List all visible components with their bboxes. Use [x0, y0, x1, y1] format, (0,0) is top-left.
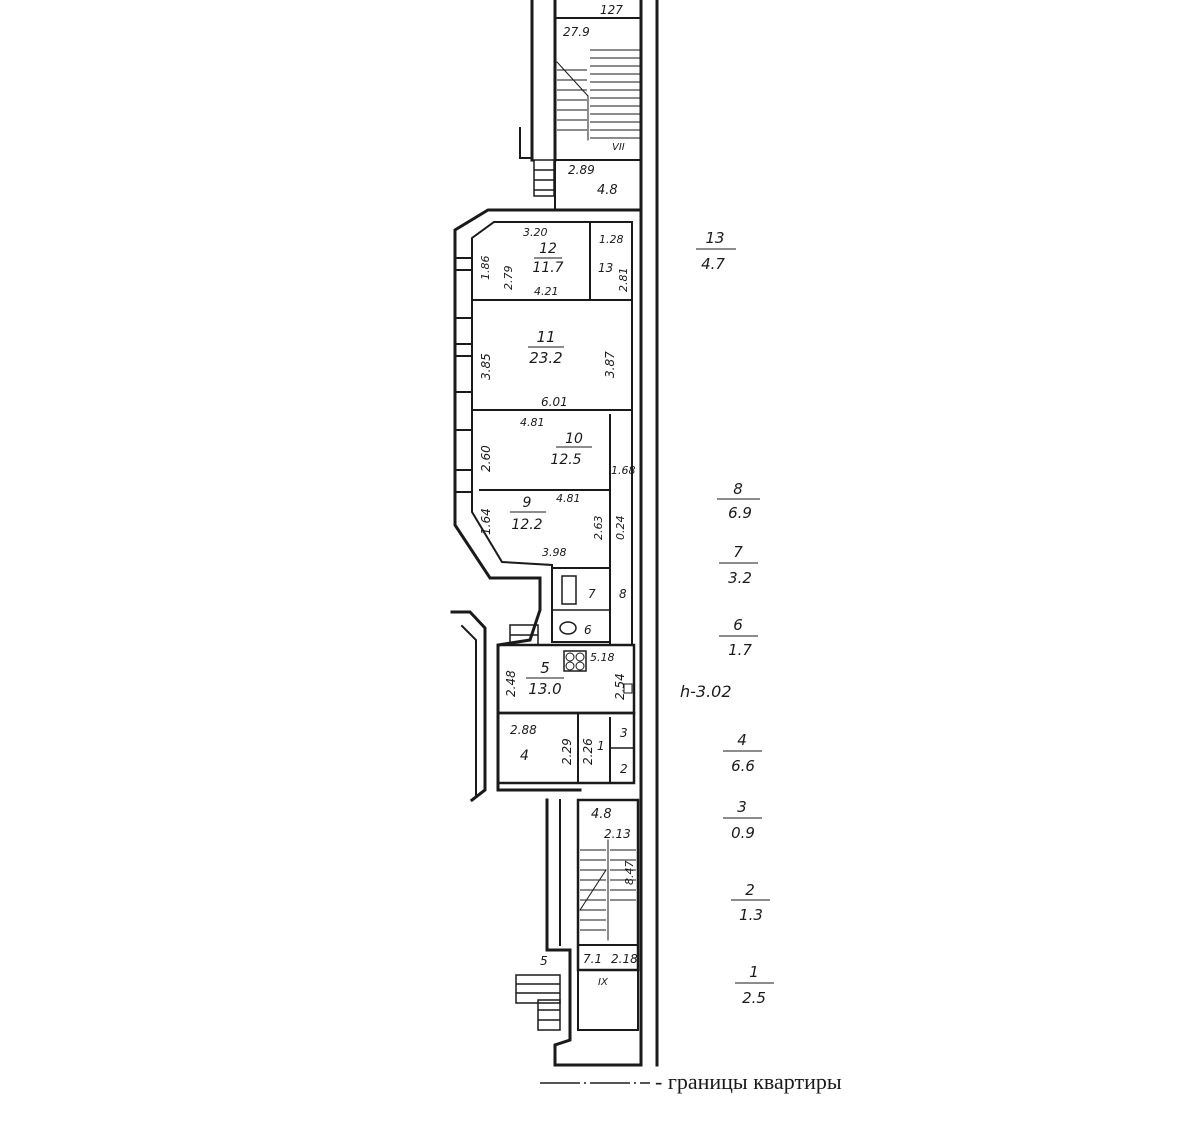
stairwell-top: 127 27.9 VII 2.89 4.8 [563, 3, 625, 198]
explication-number: 3 [737, 798, 747, 816]
room-4-dim-top: 2.88 [510, 723, 537, 737]
room-13-dim-top: 1.28 [599, 233, 624, 246]
room-12: 3.20 12 11.7 2.79 4.21 1.86 [479, 226, 564, 298]
room-10-dim-left: 2.60 [479, 445, 493, 472]
room-7-number: 7 [588, 587, 596, 601]
room-12-number: 12 [539, 241, 557, 257]
room-2-number: 2 [620, 762, 628, 776]
room-1-dim: 2.26 [581, 738, 595, 765]
explication-area: 6.9 [728, 504, 752, 522]
room-10: 4.81 10 12.5 2.60 1.68 [479, 416, 636, 477]
room-4: 2.88 4 2.29 [510, 723, 574, 765]
stair-bottom-label: IX [598, 977, 609, 988]
stair-top-dim-2: 27.9 [563, 25, 590, 39]
room-11-area: 23.2 [529, 349, 562, 367]
explication-item: 7 3.2 [719, 543, 758, 587]
room-4-dim-side: 2.29 [560, 738, 574, 765]
room-3-number: 3 [620, 726, 628, 740]
stair-bottom-dim-5: 2.18 [611, 952, 638, 966]
room-9-dim-right-2: 0.24 [614, 516, 627, 541]
legend-text: - границы квартиры [655, 1069, 842, 1094]
room-9: 4.81 9 12.2 1.64 3.98 2.63 0.24 [479, 492, 627, 559]
room-12-dim-side: 2.79 [502, 266, 515, 291]
stair-top-dim-1: 127 [600, 3, 623, 17]
stair-bottom-dim-3: 8.47 [623, 861, 636, 886]
room-5-number: 5 [540, 659, 550, 677]
room-13-dim-side: 2.81 [617, 268, 630, 293]
explication-number: 8 [733, 480, 743, 498]
room-6-number: 6 [584, 623, 592, 637]
room-9-dim-left: 1.64 [479, 508, 493, 535]
room-8-number: 8 [619, 587, 627, 601]
room-11-dim-left: 3.85 [479, 353, 493, 380]
room-4-number: 4 [520, 748, 529, 764]
explication-item: 6 1.7 [719, 616, 758, 659]
explication-number: 13 [705, 229, 724, 247]
room-10-dim-right: 1.68 [611, 464, 636, 477]
explication-number: 1 [749, 963, 759, 981]
explication-list: 13 4.7 8 6.9 7 3.2 6 1.7 h-3.02 4 6.6 3 [680, 229, 774, 1007]
ceiling-height: h-3.02 [680, 682, 732, 701]
room-5-dim-right: 2.54 [613, 673, 627, 700]
room-10-number: 10 [565, 431, 583, 447]
room-12-dim-top: 3.20 [523, 226, 548, 239]
room-13: 1.28 13 2.81 [598, 233, 630, 292]
room-5-dim-left: 2.48 [504, 670, 518, 697]
room-12-dim-left: 1.86 [479, 256, 492, 281]
stair-bottom-dim-1: 4.8 [591, 807, 612, 822]
rooms-6-7-8: 7 8 6 [584, 587, 627, 637]
room-12-dim-bottom: 4.21 [534, 285, 559, 298]
room-9-dim-bottom: 3.98 [542, 546, 567, 559]
explication-area: 6.6 [731, 757, 755, 775]
explication-area: 1.3 [739, 906, 763, 924]
explication-item: 13 4.7 [696, 229, 736, 273]
room-5: 5.18 5 13.0 2.48 2.54 [504, 651, 627, 700]
room-11: 11 23.2 3.85 3.87 6.01 [479, 328, 617, 409]
room-9-number: 9 [523, 495, 532, 511]
explication-area: 1.7 [728, 641, 752, 659]
room-10-dim-top: 4.81 [520, 416, 545, 429]
stairwell-bottom: 4.8 2.13 8.47 7.1 2.18 5 IX [540, 807, 638, 988]
stair-top-dim-3: 2.89 [568, 163, 595, 177]
explication-item: 4 6.6 [723, 731, 762, 775]
stair-bottom-dim-4: 7.1 [583, 952, 602, 966]
rooms-1-2-3: 2.26 1 3 2 [581, 726, 628, 776]
explication-item: 8 6.9 [717, 480, 760, 522]
explication-area: 4.7 [701, 255, 725, 273]
explication-number: 7 [733, 543, 743, 561]
explication-area: 2.5 [742, 989, 766, 1007]
room-11-dim-right: 3.87 [603, 351, 617, 378]
room-9-area: 12.2 [511, 517, 542, 533]
room-11-number: 11 [536, 328, 555, 346]
room-10-area: 12.5 [550, 452, 581, 468]
explication-item: 2 1.3 [731, 881, 770, 924]
explication-number: 6 [733, 616, 743, 634]
explication-number: 2 [745, 881, 755, 899]
explication-area: 0.9 [731, 824, 755, 842]
room-5-dim-top: 5.18 [590, 651, 615, 664]
room-13-number: 13 [598, 261, 613, 275]
room-9-dim-right: 2.63 [592, 516, 605, 541]
explication-number: 4 [737, 731, 747, 749]
room-12-area: 11.7 [532, 260, 563, 276]
explication-item: 1 2.5 [735, 963, 774, 1007]
room-5-area: 13.0 [528, 680, 561, 698]
room-9-dim-top: 4.81 [556, 492, 581, 505]
explication-item: 3 0.9 [723, 798, 762, 842]
stair-top-label: VII [612, 142, 625, 153]
stair-top-dim-4: 4.8 [597, 183, 618, 198]
room-1-number: 1 [597, 739, 605, 753]
room-11-dim-bottom: 6.01 [541, 395, 568, 409]
stair-bottom-dim-2: 2.13 [604, 827, 631, 841]
stair-bottom-dim-6: 5 [540, 954, 548, 968]
explication-area: 3.2 [728, 569, 752, 587]
walls [450, 0, 659, 1084]
